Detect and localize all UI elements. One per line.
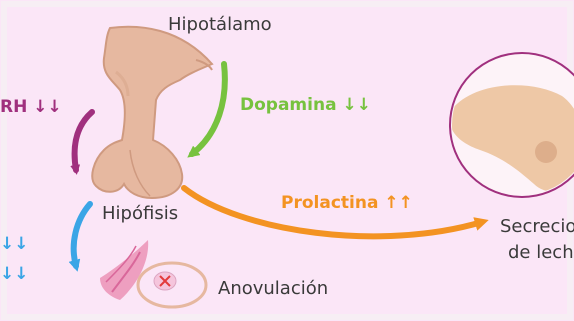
leche-label: de lech (508, 244, 574, 262)
hipotalamo-label: Hipotálamo (168, 16, 272, 34)
gnrh-text: RH (0, 97, 27, 117)
prolactina-text: Prolactina (281, 193, 378, 213)
prolactina-label: Prolactina ↑↑ (281, 195, 413, 212)
hipofisis-label: Hipófisis (102, 205, 178, 223)
gnrh-label: RH ↓↓ (0, 99, 62, 116)
down-arrows-icon: ↓↓ (342, 95, 371, 115)
left-blue-arrows-1: ↓↓ (0, 236, 29, 253)
up-arrows-icon: ↑↑ (384, 193, 413, 213)
dopamina-text: Dopamina (240, 95, 337, 115)
down-arrows-icon: ↓↓ (33, 97, 62, 117)
anovulacion-label: Anovulación (218, 280, 328, 298)
secrecion-label: Secrecio (500, 218, 574, 236)
dopamina-label: Dopamina ↓↓ (240, 97, 371, 114)
left-blue-arrows-2: ↓↓ (0, 266, 29, 283)
